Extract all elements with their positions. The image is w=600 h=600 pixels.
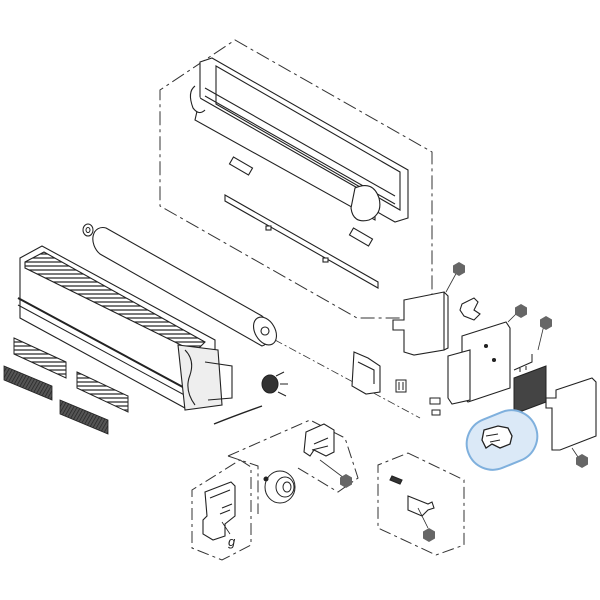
- fan-motor-small[interactable]: [261, 371, 288, 397]
- pcb-holder[interactable]: [447, 321, 511, 405]
- marker-hex-3[interactable]: [540, 316, 552, 330]
- sensor-lead[interactable]: [513, 354, 533, 372]
- pcb-cover[interactable]: [545, 377, 597, 451]
- clip-parts[interactable]: [429, 397, 441, 416]
- bearing-part[interactable]: [82, 223, 94, 237]
- highlighted-control-box-bracket[interactable]: [459, 402, 545, 477]
- deodorizing-filter-left[interactable]: [3, 365, 53, 401]
- marker-hex-5[interactable]: [340, 474, 352, 488]
- marker-hex-4[interactable]: [576, 454, 588, 468]
- main-chassis[interactable]: [17, 245, 233, 411]
- control-box-cover[interactable]: [392, 291, 449, 356]
- motor-group-outline[interactable]: [227, 419, 359, 514]
- marker-hex-2[interactable]: [515, 304, 527, 318]
- sensor-group[interactable]: [377, 452, 465, 556]
- pcb-board[interactable]: [513, 365, 547, 415]
- cross-flow-fan[interactable]: [92, 226, 281, 349]
- display-holder[interactable]: [351, 351, 381, 395]
- deodorizing-filter-right[interactable]: [59, 399, 109, 435]
- front-panel-frame[interactable]: [189, 57, 409, 289]
- terminal-holder[interactable]: [459, 297, 481, 321]
- sensor-holder[interactable]: [389, 475, 435, 517]
- lead-wire[interactable]: [213, 405, 263, 425]
- terminal-block[interactable]: [395, 379, 407, 393]
- bracket-g[interactable]: [202, 481, 236, 541]
- marker-hex-1[interactable]: [453, 262, 465, 276]
- part-label-g: g: [228, 534, 236, 549]
- marker-hex-6[interactable]: [423, 528, 435, 542]
- air-filter-left[interactable]: [13, 337, 67, 379]
- motor-bracket[interactable]: [303, 423, 335, 457]
- air-filter-right[interactable]: [76, 371, 129, 413]
- front-panel-group[interactable]: [159, 39, 433, 319]
- fan-motor[interactable]: [263, 470, 296, 504]
- bracket-g-group[interactable]: [191, 459, 252, 561]
- part-markers: [340, 262, 588, 542]
